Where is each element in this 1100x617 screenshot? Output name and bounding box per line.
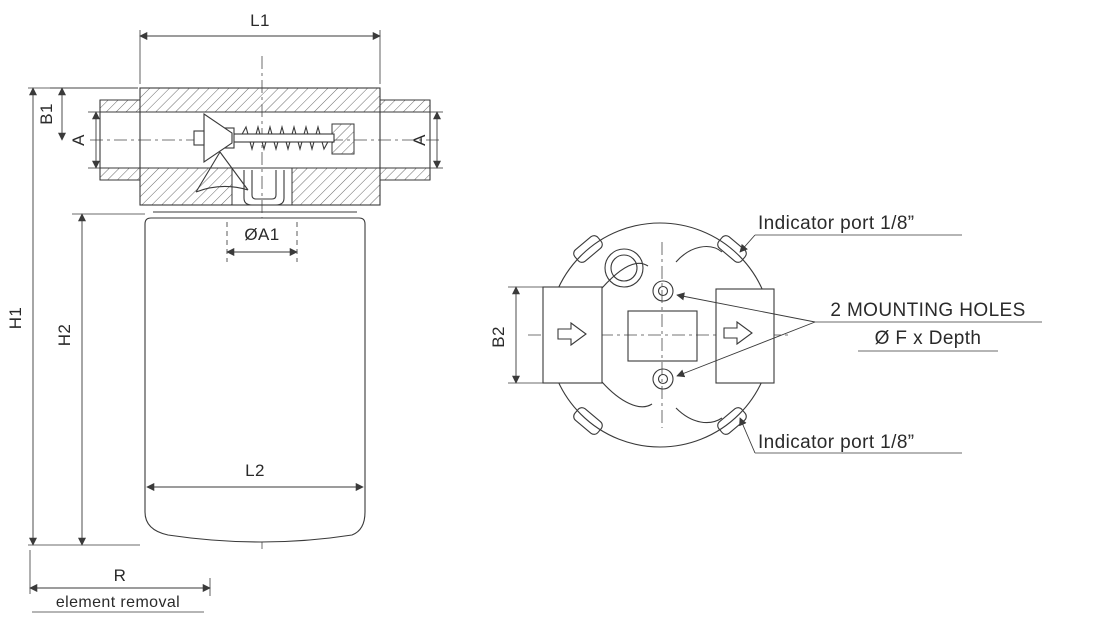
flow-arrow-in-icon <box>557 321 587 347</box>
dim-label-a-left: A <box>69 134 88 146</box>
mounting-leader-top <box>676 292 816 323</box>
spin-on-canister <box>144 211 366 543</box>
valve-stem <box>229 133 335 143</box>
left-port-bottom-wall <box>99 167 141 181</box>
left-port-top-wall <box>99 99 141 113</box>
dim-label-b2: B2 <box>489 326 508 348</box>
spring-seat-plug <box>331 123 355 155</box>
center-port-block <box>627 310 698 362</box>
down-tube-outer <box>243 170 285 206</box>
gauge-port-outer <box>604 248 644 288</box>
right-port-top-wall <box>379 99 431 113</box>
mounting-hole-top-outer <box>652 280 674 302</box>
indicator-bottom-leader <box>739 417 756 454</box>
right-port-bottom-wall <box>379 167 431 181</box>
casting-curve-2 <box>675 246 723 263</box>
canister-outline <box>144 217 366 543</box>
element-removal-label: element removal <box>56 594 180 611</box>
side-view: L1 B1 A A H1 H2 ØA <box>6 11 443 613</box>
mounting-holes-spec: Ø F x Depth <box>875 328 982 349</box>
dim-label-h1: H1 <box>6 307 25 330</box>
bypass-valve-assembly <box>193 112 335 206</box>
dim-label-a-right: A <box>410 134 429 146</box>
casting-curve-1 <box>601 262 649 289</box>
mounting-hole-top-inner <box>657 285 669 297</box>
head-top-outline <box>542 222 775 448</box>
dim-label-a1: ØA1 <box>244 225 279 244</box>
dim-label-h2: H2 <box>55 324 74 347</box>
top-view: B2 Indicator port 1/8” Indicator port 1/… <box>489 213 1042 454</box>
indicator-port-bottom-label: Indicator port 1/8” <box>758 432 915 453</box>
dim-label-b1: B1 <box>37 103 56 125</box>
top-view-callouts: Indicator port 1/8” Indicator port 1/8” … <box>676 213 1042 454</box>
gauge-port-inner <box>610 254 638 282</box>
head-bottom-right-block <box>291 167 381 206</box>
mounting-holes-title: 2 MOUNTING HOLES <box>830 300 1025 321</box>
casting-curve-4 <box>675 407 723 424</box>
indicator-top-leader <box>739 234 756 253</box>
b2-dimension: B2 <box>489 286 543 384</box>
valve-poppet-tip <box>193 130 205 146</box>
mounting-leader-bottom <box>676 321 816 378</box>
right-mounting-flange <box>715 288 775 384</box>
clamp-tab-bottom-right <box>717 407 747 435</box>
casting-curve-3 <box>601 381 653 408</box>
mounting-hole-bottom-inner <box>657 373 669 385</box>
clamp-tab-top-left <box>573 235 603 263</box>
clamp-tab-bottom-left <box>573 407 603 435</box>
dim-label-r: R <box>114 566 127 585</box>
valve-poppet-cone <box>203 112 233 164</box>
flow-arrow-out-icon <box>723 320 753 346</box>
dim-label-l1: L1 <box>250 11 270 30</box>
filter-head-section <box>99 87 431 206</box>
side-view-dimensions: L1 B1 A A H1 H2 ØA <box>6 11 443 613</box>
down-tube-inner <box>251 170 277 200</box>
clamp-tab-top-right <box>717 235 747 263</box>
head-top-band <box>139 87 381 113</box>
dim-label-l2: L2 <box>245 461 265 480</box>
left-mounting-flange <box>542 286 603 384</box>
indicator-port-top-label: Indicator port 1/8” <box>758 213 915 234</box>
mounting-hole-bottom-outer <box>652 368 674 390</box>
